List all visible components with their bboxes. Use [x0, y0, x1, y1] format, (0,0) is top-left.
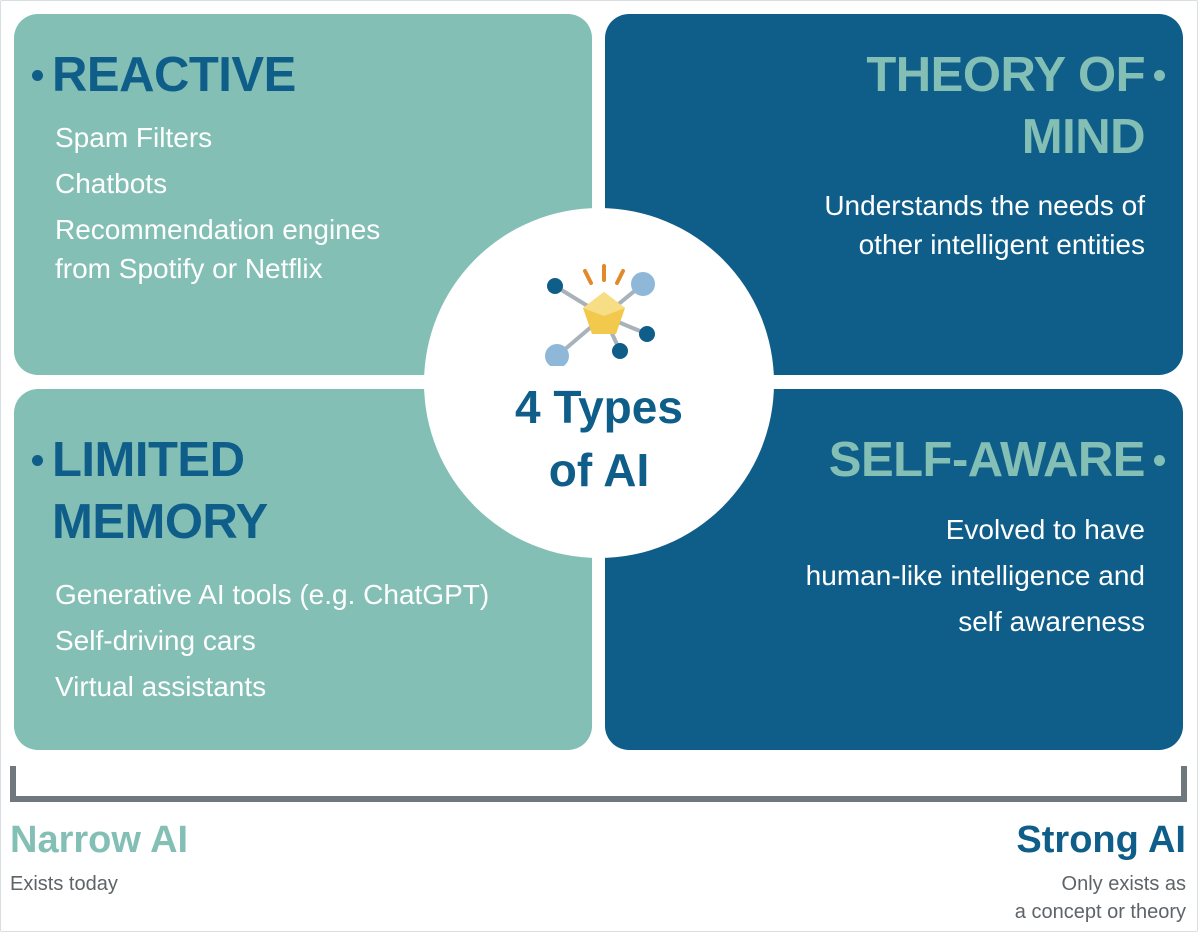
- self-aware-title: SELF-AWARE: [828, 433, 1146, 487]
- strong-ai-label: Strong AI: [1016, 819, 1186, 861]
- center-title-line1: 4 Types: [515, 381, 683, 433]
- strong-ai-sub: Only exists as a concept or theory: [1015, 870, 1186, 926]
- strong-ai-sub-line2: a concept or theory: [1014, 901, 1186, 923]
- center-title-line2: of AI: [548, 444, 650, 496]
- list-item: Generative AI tools (e.g. ChatGPT): [55, 579, 490, 610]
- list-item: Spam Filters: [55, 122, 213, 153]
- description-line: self awareness: [958, 606, 1145, 637]
- reactive-title: REACTIVE: [52, 48, 296, 102]
- list-item: Chatbots: [55, 168, 168, 199]
- theory-of-mind-description: Understands the needs of other intellige…: [824, 186, 1145, 264]
- limited-memory-list: Generative AI tools (e.g. ChatGPT) Self-…: [55, 575, 489, 713]
- description-line: Evolved to have: [945, 514, 1145, 545]
- limited-memory-title-line2: MEMORY: [52, 495, 268, 549]
- strong-ai-sub-line1: Only exists as: [1061, 873, 1186, 895]
- list-item: from Spotify or Netflix: [55, 253, 323, 284]
- theory-of-mind-title-line2: MIND: [1021, 110, 1146, 164]
- bullet-dot: [1154, 70, 1165, 81]
- bullet-dot: [32, 70, 43, 81]
- bullet-dot: [1154, 455, 1165, 466]
- self-aware-description: Evolved to have human-like intelligence …: [806, 507, 1145, 645]
- theory-of-mind-title: THEORY OF MIND: [866, 44, 1145, 168]
- limited-memory-title: LIMITED MEMORY: [52, 429, 268, 553]
- description-line: other intelligent entities: [858, 229, 1145, 260]
- narrow-ai-label: Narrow AI: [10, 819, 189, 861]
- ai-network-icon: [545, 264, 655, 366]
- limited-memory-title-line1: LIMITED: [52, 433, 245, 487]
- center-title: 4 Types of AI: [424, 376, 774, 502]
- list-item: Virtual assistants: [55, 671, 267, 702]
- theory-of-mind-title-line1: THEORY OF: [866, 48, 1145, 102]
- scale-bracket: [10, 766, 1187, 802]
- bullet-dot: [32, 455, 43, 466]
- list-item: Self-driving cars: [55, 625, 256, 656]
- list-item: Recommendation engines: [55, 214, 381, 245]
- center-circle: 4 Types of AI: [424, 208, 774, 558]
- description-line: human-like intelligence and: [805, 560, 1145, 591]
- description-line: Understands the needs of: [824, 190, 1145, 221]
- narrow-ai-sub: Exists today: [10, 873, 118, 895]
- reactive-list: Spam Filters Chatbots Recommendation eng…: [55, 118, 380, 295]
